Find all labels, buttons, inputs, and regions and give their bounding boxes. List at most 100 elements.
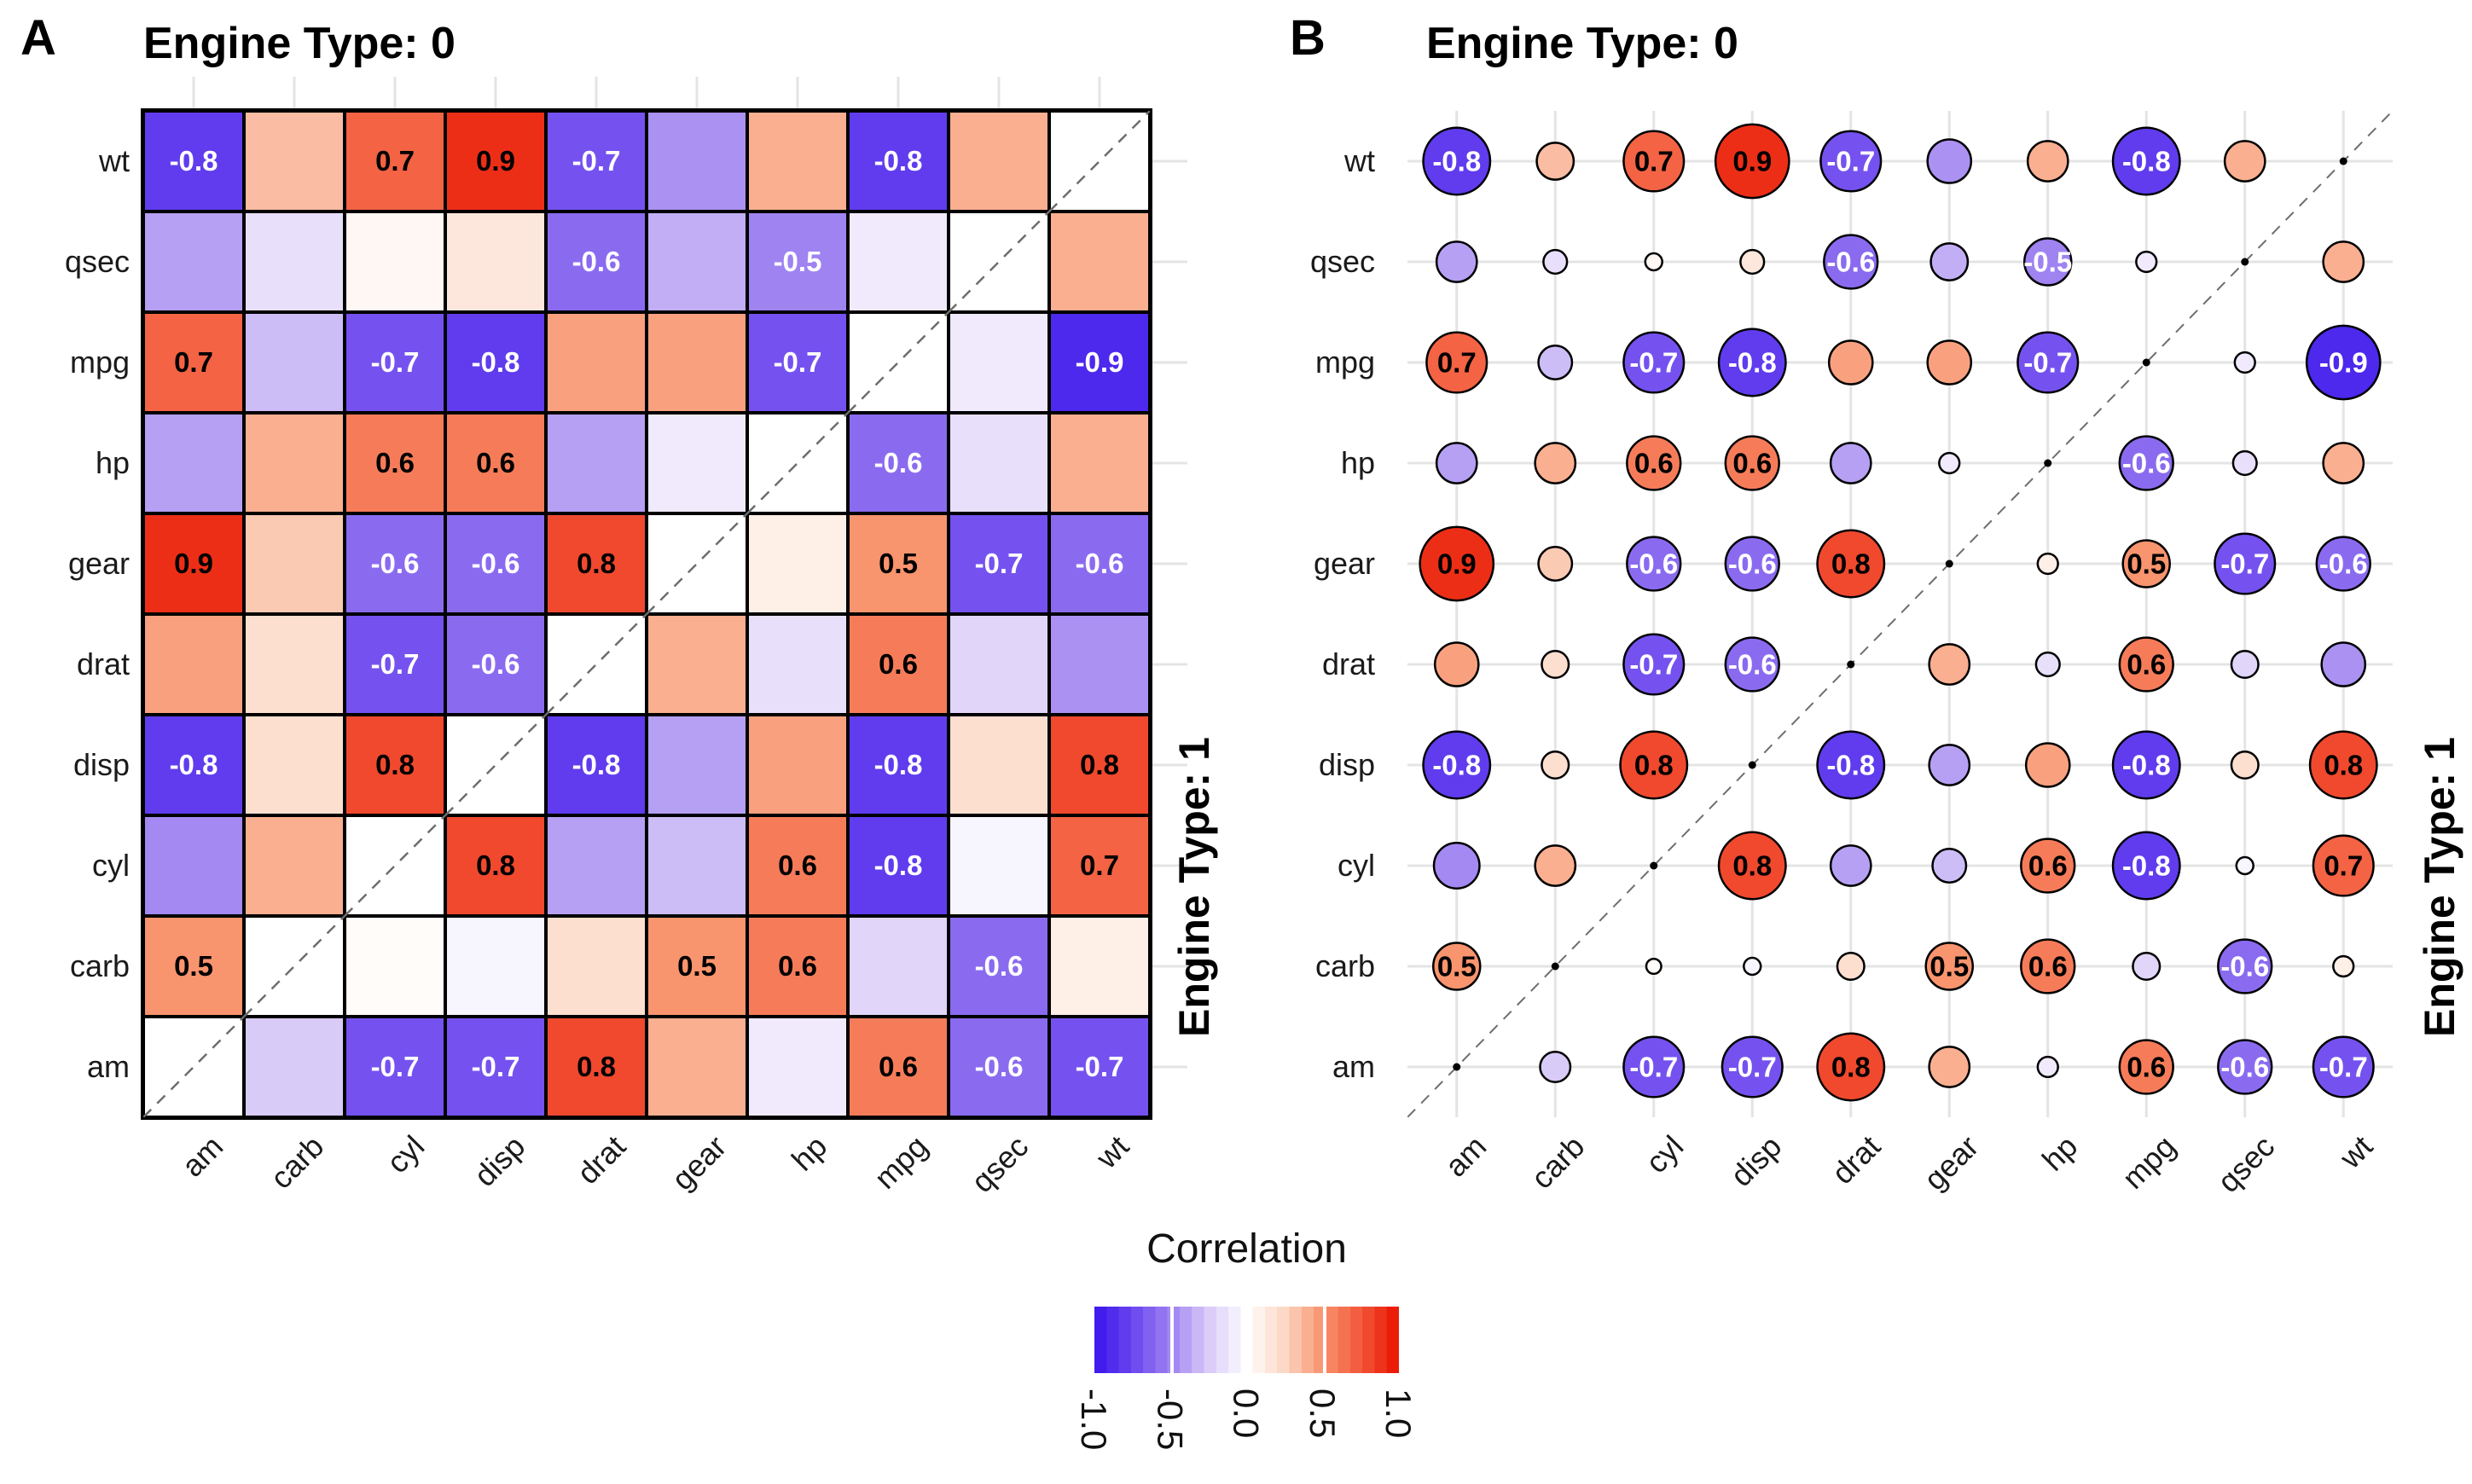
x-axis-label-disp: disp <box>467 1128 532 1193</box>
bubble-value: -0.6 <box>2319 548 2368 580</box>
bubble-qsec-wt <box>2322 241 2365 283</box>
diagonal-dot-carb-carb <box>1551 962 1559 971</box>
heatmap-cell-carb-am: 0.5 <box>143 916 244 1017</box>
heatmap-cell-drat-carb <box>244 614 345 715</box>
heatmap-cell-am-hp <box>747 1017 848 1117</box>
heatmap-cell-hp-mpg: -0.6 <box>848 413 949 513</box>
bubble-value: -0.6 <box>2220 951 2269 983</box>
heatmap-cell-hp-hp <box>747 413 848 513</box>
bubble-mpg-am <box>1425 331 1488 394</box>
bubble-mpg-hp <box>2016 331 2080 394</box>
heatmap-cell-qsec-drat: -0.6 <box>546 212 647 312</box>
heatmap-cell-hp-wt <box>1049 413 1150 513</box>
heatmap-cell-wt-wt <box>1049 111 1150 212</box>
bubble-am-mpg <box>2118 1039 2174 1095</box>
heatmap-cell-cyl-disp: 0.8 <box>445 815 546 916</box>
legend-tick-label--1.0: -1.0 <box>1074 1388 1114 1451</box>
heatmap-cell-value: 0.8 <box>577 1051 616 1082</box>
y-axis-label-qsec: qsec <box>64 244 130 279</box>
bubble-wt-carb <box>1535 142 1575 181</box>
bubble-value: 0.7 <box>2324 850 2363 882</box>
bubble-value: -0.7 <box>2220 548 2269 580</box>
heatmap-cell-value: -0.7 <box>370 648 420 680</box>
heatmap-cell-drat-hp <box>747 614 848 715</box>
heatmap-cell-value: 0.5 <box>174 950 213 982</box>
bubble-value: 0.6 <box>1732 448 1772 479</box>
bubble-hp-qsec <box>2231 449 2258 477</box>
facet-title-a: Engine Type: 0 <box>143 19 456 68</box>
heatmap-cell-wt-cyl: 0.7 <box>345 111 445 212</box>
bubble-value: -0.8 <box>1432 750 1481 781</box>
heatmap-cell-drat-drat <box>546 614 647 715</box>
bubble-carb-cyl <box>1645 957 1663 976</box>
bubble-qsec-cyl <box>1644 252 1663 272</box>
heatmap-cell-qsec-qsec <box>949 212 1049 312</box>
x-axis-label-disp: disp <box>1723 1128 1789 1193</box>
heatmap-cell-cyl-wt: 0.7 <box>1049 815 1150 916</box>
heatmap-cell-disp-hp <box>747 715 848 815</box>
y-axis-label-cyl: cyl <box>1338 848 1375 883</box>
legend-tick-label-0.5: 0.5 <box>1302 1388 1343 1439</box>
y-axis-label-gear: gear <box>1313 546 1375 581</box>
bubble-mpg-drat <box>1827 339 1874 385</box>
heatmap-cell-value: 0.5 <box>677 950 717 982</box>
bubble-drat-hp <box>2034 651 2061 678</box>
bubble-wt-am <box>1422 126 1492 196</box>
bubble-mpg-disp <box>1717 328 1787 397</box>
heatmap-cell-hp-drat <box>546 413 647 513</box>
bubble-value: -0.7 <box>1826 146 1875 177</box>
bubble-wt-drat <box>1819 130 1883 193</box>
heatmap-cell-carb-mpg <box>848 916 949 1017</box>
heatmap-cell-qsec-gear <box>647 212 747 312</box>
y-axis-label-drat: drat <box>76 646 130 681</box>
heatmap-cell-drat-am <box>143 614 244 715</box>
heatmap-cell-wt-gear <box>647 111 747 212</box>
bubble-hp-gear <box>1938 451 1961 475</box>
heatmap-cell-value: -0.7 <box>572 145 621 177</box>
heatmap-cell-value: -0.8 <box>873 749 923 780</box>
heatmap-cell-am-wt: -0.7 <box>1049 1017 1150 1117</box>
heatmap-cell-carb-carb <box>244 916 345 1017</box>
bubble-hp-carb <box>1534 442 1577 484</box>
heatmap-cell-carb-drat <box>546 916 647 1017</box>
bubble-qsec-drat <box>1823 234 1879 290</box>
bubble-carb-drat <box>1836 951 1866 982</box>
legend-tick-label--0.5: -0.5 <box>1150 1388 1191 1451</box>
bubble-mpg-wt <box>2305 324 2382 401</box>
x-axis-label-drat: drat <box>570 1128 633 1191</box>
heatmap-cell-cyl-cyl <box>345 815 445 916</box>
heatmap-cell-value: 0.8 <box>375 749 415 780</box>
heatmap-cell-wt-am: -0.8 <box>143 111 244 212</box>
heatmap-cell-value: -0.6 <box>370 548 420 579</box>
bubble-disp-gear <box>1928 744 1971 786</box>
bubble-am-gear <box>1928 1046 1971 1088</box>
bubble-am-drat <box>1816 1032 1886 1102</box>
bubble-wt-mpg <box>2111 126 2181 196</box>
x-axis-label-gear: gear <box>1917 1128 1986 1197</box>
bubble-wt-qsec <box>2223 140 2266 183</box>
bubble-hp-cyl <box>1626 435 1682 491</box>
legend-colorbar <box>1094 1307 1399 1373</box>
bubble-value: 0.8 <box>1634 750 1674 781</box>
x-axis-label-carb: carb <box>1524 1128 1592 1196</box>
heatmap-cell-value: 0.7 <box>1080 849 1119 881</box>
y-axis-label-mpg: mpg <box>1314 345 1375 380</box>
heatmap-cell-value: 0.6 <box>879 1051 918 1082</box>
heatmap-cell-value: 0.8 <box>476 849 515 881</box>
bubble-value: 0.7 <box>1634 146 1674 177</box>
heatmap-cell-am-qsec: -0.6 <box>949 1017 1049 1117</box>
bubble-value: -0.7 <box>2319 1052 2368 1083</box>
heatmap-cell-mpg-carb <box>244 312 345 413</box>
bubble-carb-mpg <box>2132 951 2162 982</box>
bubble-disp-carb <box>1541 750 1570 780</box>
heatmap-cell-value: 0.6 <box>879 648 918 680</box>
legend-colorbar-tick <box>1170 1307 1175 1373</box>
x-axis-label-wt: wt <box>2333 1128 2380 1175</box>
bubble-value: 0.8 <box>2324 750 2363 781</box>
heatmap-cell-gear-am: 0.9 <box>143 513 244 614</box>
heatmap-cell-value: -0.9 <box>1075 346 1124 378</box>
heatmap-cell-qsec-mpg <box>848 212 949 312</box>
heatmap-cell-carb-disp <box>445 916 546 1017</box>
heatmap-cell-drat-mpg: 0.6 <box>848 614 949 715</box>
heatmap-cell-cyl-drat <box>546 815 647 916</box>
